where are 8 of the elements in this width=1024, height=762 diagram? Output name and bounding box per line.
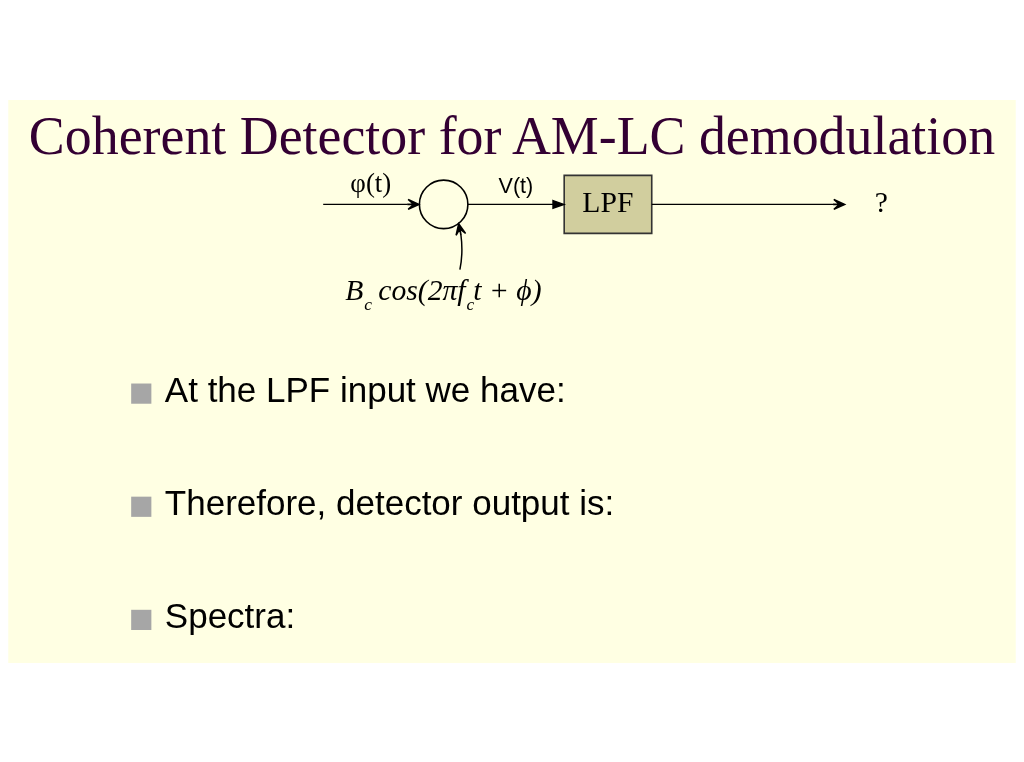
node-text: B$_{c}$ cos(2πf$_{c}$t + ϕ) — [345, 273, 542, 314]
label: At the LPF input we have: — [164, 369, 566, 409]
node-text: ? — [874, 185, 888, 218]
label: Spectra: — [164, 595, 296, 635]
edge-label: V(t) — [498, 172, 534, 198]
edge-label: φ(t) — [350, 167, 392, 198]
label: Therefore, detector output is: — [164, 482, 615, 522]
diagram-title: Coherent Detector for AM-LC demodulation — [28, 105, 996, 166]
